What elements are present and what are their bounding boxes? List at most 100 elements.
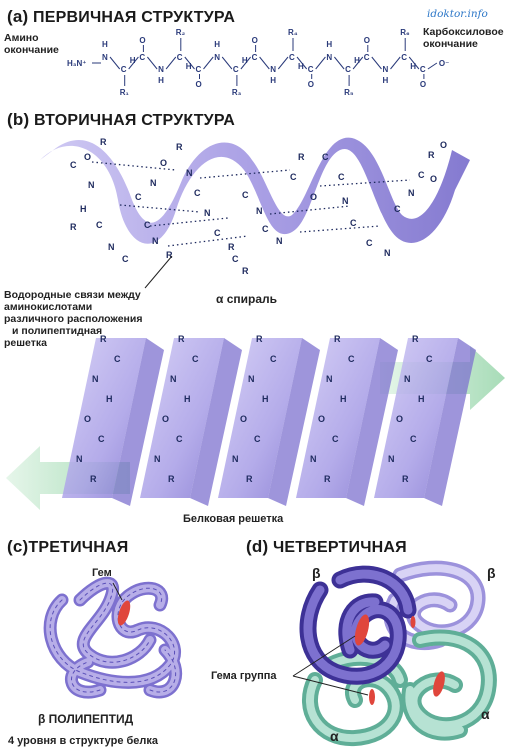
sheet-atom: C xyxy=(270,354,277,364)
tertiary-structure-title: (c)ТРЕТИЧНАЯ xyxy=(7,537,128,557)
sheet-atom: R xyxy=(334,334,341,344)
chain-h: H xyxy=(326,40,332,49)
helix-atom: C xyxy=(338,172,345,182)
sheet-atom: O xyxy=(396,414,403,424)
helix-atom: C xyxy=(242,190,249,200)
chain-o: O xyxy=(420,80,426,89)
sheet-pleat xyxy=(140,338,224,498)
helix-atom: C xyxy=(394,204,401,214)
chain-o: O xyxy=(139,36,145,45)
helix-atom: C xyxy=(135,192,142,202)
h-bond xyxy=(319,179,411,187)
helix-atom: R xyxy=(298,152,305,162)
sheet-atom: R xyxy=(412,334,419,344)
helix-atom: C xyxy=(96,220,103,230)
helix-atom: R xyxy=(228,242,235,252)
helix-atom: R xyxy=(166,250,173,260)
footer-caption: 4 уровня в структуре белка xyxy=(8,735,159,747)
alpha-subunit-right xyxy=(401,629,497,741)
sheet-atom: N xyxy=(310,454,317,464)
sheet-atom: N xyxy=(404,374,411,384)
tertiary-structure-text: ТРЕТИЧНАЯ xyxy=(28,539,129,556)
helix-atom: R xyxy=(70,222,77,232)
sheet-atom: C xyxy=(332,434,339,444)
beta-sheet xyxy=(62,338,476,506)
beta-polypeptide-label: β ПОЛИПЕПТИД xyxy=(38,712,134,726)
chain-atom: C xyxy=(121,65,127,74)
helix-atom: C xyxy=(366,238,373,248)
helix-atom: C xyxy=(232,254,239,264)
chain-atom: N xyxy=(383,65,389,74)
helix-atom: N xyxy=(186,168,193,178)
chain-atom: C xyxy=(252,53,258,62)
tertiary-structure-letter: (c) xyxy=(7,537,29,556)
sheet-atom: C xyxy=(98,434,105,444)
sheet-atom: C xyxy=(254,434,261,444)
sheet-atom: C xyxy=(348,354,355,364)
heme-label: Гем xyxy=(92,567,112,579)
helix-atom: N xyxy=(408,188,415,198)
sheet-atom: C xyxy=(114,354,121,364)
sheet-atom: R xyxy=(256,334,263,344)
chain-atom: N xyxy=(270,65,276,74)
heme-beta-dark xyxy=(354,614,370,646)
heme-beta-light xyxy=(410,616,416,628)
helix-atom: C xyxy=(418,170,425,180)
helix-atom: R xyxy=(100,137,107,147)
sheet-atom: N xyxy=(326,374,333,384)
sheet-atom: R xyxy=(178,334,185,344)
chain-atom: N xyxy=(214,53,220,62)
chain-atom: C xyxy=(364,53,370,62)
sheet-atom: C xyxy=(426,354,433,364)
sheet-atom: H xyxy=(340,394,347,404)
chain-atom: N xyxy=(158,65,164,74)
chain-h: H xyxy=(270,76,276,85)
chain-atom: C xyxy=(196,65,202,74)
helix-atom: O xyxy=(440,140,447,150)
helix-atom: C xyxy=(262,224,269,234)
helix-atom: R xyxy=(176,142,183,152)
chain-h: H xyxy=(158,76,164,85)
helix-atom: O xyxy=(310,192,317,202)
helix-atom: R xyxy=(428,150,435,160)
beta-polypeptide-fold xyxy=(43,576,183,699)
sheet-atom: O xyxy=(318,414,325,424)
chain-atom: N xyxy=(102,53,108,62)
sheet-atom: N xyxy=(92,374,99,384)
alpha-helix xyxy=(40,137,470,244)
r-group-label: R₂ xyxy=(176,28,186,37)
helix-atom: N xyxy=(256,206,263,216)
sheet-atom: R xyxy=(90,474,97,484)
carboxyl-end-line-2: окончание xyxy=(423,38,478,50)
helix-atom: O xyxy=(84,152,91,162)
sheet-atom: H xyxy=(418,394,425,404)
chain-atom: C xyxy=(345,65,351,74)
sheet-atom: O xyxy=(162,414,169,424)
helix-atom: O xyxy=(430,174,437,184)
carboxyl-end-line-1: Карбоксиловое xyxy=(423,26,504,38)
sheet-atom: N xyxy=(76,454,83,464)
heme-group-pointer-1 xyxy=(292,635,356,677)
sheet-pleat xyxy=(62,338,146,498)
sheet-atom: N xyxy=(154,454,161,464)
subunit-beta-right: β xyxy=(487,565,496,581)
helix-atom: N xyxy=(384,248,391,258)
chain-h: H xyxy=(102,40,108,49)
sheet-pleat xyxy=(374,338,458,498)
secondary-structure-title: (b) ВТОРИЧНАЯ СТРУКТУРА xyxy=(7,110,235,130)
sheet-atom: R xyxy=(100,334,107,344)
chain-h: H xyxy=(186,62,192,71)
chain-h: H xyxy=(354,56,360,65)
h-bonds-line-4: и полипептидная xyxy=(12,325,103,337)
c-terminus: O⁻ xyxy=(439,59,449,68)
heme-alpha-left xyxy=(369,689,375,705)
sheet-pleat-side xyxy=(346,338,398,506)
primary-structure-title: (a) ПЕРВИЧНАЯ СТРУКТУРА xyxy=(7,7,235,27)
helix-atom: C xyxy=(322,152,329,162)
helix-atom: C xyxy=(144,220,151,230)
sheet-atom: O xyxy=(84,414,91,424)
h-bonds-line-2: аминокислотами xyxy=(4,301,93,313)
r-group-label: R₃ xyxy=(232,88,242,97)
amino-end-line-2: окончание xyxy=(4,44,59,56)
